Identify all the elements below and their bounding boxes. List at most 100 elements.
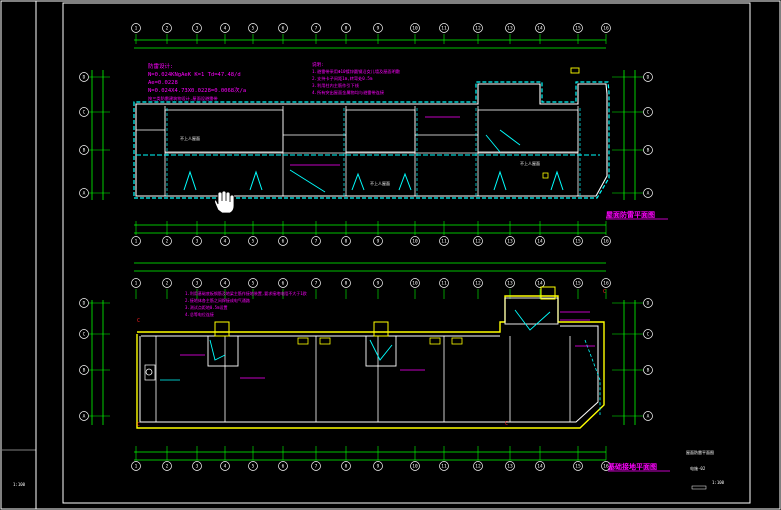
upper-bottom-axis-bubble-6 — [278, 236, 288, 246]
lower-top-axis-bubble-3 — [192, 278, 202, 288]
upper-top-axis-label-14: 14 — [537, 26, 543, 32]
upper-plan-title: 屋面防雷平面图 — [606, 210, 655, 219]
upper-right-row-label-B: B — [647, 148, 650, 154]
upper-bottom-axis-label-16: 16 — [603, 239, 609, 245]
upper-right-row-label-C: C — [647, 110, 650, 116]
lower-left-row-label-C: C — [83, 332, 86, 338]
upper-top-axis-label-8: 8 — [345, 26, 348, 32]
lower-bottom-axis-bubble-4 — [220, 461, 230, 471]
upper-notes-header: 防雷设计: — [148, 62, 173, 70]
title-block-drawing-name: 屋面防雷平面图 — [686, 449, 714, 455]
lower-top-axis-bubble-10 — [410, 278, 420, 288]
lower-right-row-bubble-A — [643, 411, 653, 421]
lower-bottom-axis-bubble-7 — [311, 461, 321, 471]
upper-top-axis-label-7: 7 — [315, 26, 318, 32]
upper-bottom-axis-label-6: 6 — [282, 239, 285, 245]
upper-top-axis-bubble-6 — [278, 23, 288, 33]
lower-bottom-axis-label-11: 11 — [441, 464, 447, 470]
upper-bottom-axis-label-9: 9 — [377, 239, 380, 245]
lower-bottom-axis-bubble-5 — [248, 461, 258, 471]
lower-bottom-axis-label-2: 2 — [166, 464, 169, 470]
upper-bottom-axis-label-14: 14 — [537, 239, 543, 245]
lower-top-axis-label-8: 8 — [345, 281, 348, 287]
lower-top-axis-label-11: 11 — [441, 281, 447, 287]
lower-top-axis-bubble-7 — [311, 278, 321, 288]
upper-left-row-label-A: A — [83, 191, 86, 197]
lower-notes-line-3: 3.测试点距地0.5m设置 — [185, 304, 227, 310]
lower-top-axis-bubble-6 — [278, 278, 288, 288]
upper-bottom-axis-bubble-11 — [439, 236, 449, 246]
lower-top-axis-label-5: 5 — [252, 281, 255, 287]
svg-text:C: C — [137, 318, 140, 324]
lower-top-axis-label-3: 3 — [196, 281, 199, 287]
lower-right-row-label-B: B — [647, 368, 650, 374]
lower-top-axis-bubble-4 — [220, 278, 230, 288]
upper-top-axis-label-13: 13 — [507, 26, 513, 32]
upper-bottom-axis-label-15: 15 — [575, 239, 581, 245]
upper-right-row-bubble-B — [643, 145, 653, 155]
upper-bottom-axis-bubble-9 — [373, 236, 383, 246]
upper-top-axis-bubble-13 — [505, 23, 515, 33]
lower-bottom-axis-bubble-11 — [439, 461, 449, 471]
upper-top-axis-label-2: 2 — [166, 26, 169, 32]
upper-right-notes-1: 1.避雷带采用Φ10镀锌圆钢沿女儿墙及屋面明敷 — [312, 68, 401, 75]
upper-top-axis-label-6: 6 — [282, 26, 285, 32]
upper-bottom-axis-label-4: 4 — [224, 239, 227, 245]
lower-bottom-axis-bubble-13 — [505, 461, 515, 471]
lower-bottom-axis-label-4: 4 — [224, 464, 227, 470]
upper-bottom-axis-bubble-16 — [601, 236, 611, 246]
upper-bottom-axis-bubble-7 — [311, 236, 321, 246]
upper-roof-outline — [135, 83, 608, 197]
lower-top-axis-bubble-11 — [439, 278, 449, 288]
upper-right-row-label-D: D — [647, 75, 650, 81]
lower-right-row-bubble-C — [643, 329, 653, 339]
upper-right-row-bubble-D — [643, 72, 653, 82]
upper-bottom-axis-bubble-15 — [573, 236, 583, 246]
upper-bottom-axis-label-3: 3 — [196, 239, 199, 245]
lower-top-axis-bubble-5 — [248, 278, 258, 288]
upper-top-axis-label-11: 11 — [441, 26, 447, 32]
upper-top-axis-bubble-4 — [220, 23, 230, 33]
upper-top-axis-label-5: 5 — [252, 26, 255, 32]
hand-pan-cursor-icon — [214, 190, 235, 214]
lower-bottom-axis-bubble-6 — [278, 461, 288, 471]
lower-bottom-axis-bubble-12 — [473, 461, 483, 471]
upper-bottom-axis-bubble-4 — [220, 236, 230, 246]
upper-top-axis-bubble-10 — [410, 23, 420, 33]
upper-left-row-label-B: B — [83, 148, 86, 154]
lower-left-row-bubble-D — [79, 298, 89, 308]
lower-top-axis-label-15: 15 — [575, 281, 581, 287]
lower-bottom-axis-bubble-2 — [162, 461, 172, 471]
lower-left-row-label-B: B — [83, 368, 86, 374]
left-strip-scale: 1:100 — [13, 482, 26, 487]
lower-bottom-axis-label-15: 15 — [575, 464, 581, 470]
lower-notes-line-1: 1.利用基础底板钢筋及地梁主筋作接地装置,要求接地电阻不大于1欧 — [185, 290, 307, 296]
lower-bottom-axis-bubble-8 — [341, 461, 351, 471]
upper-right-notes-3: 3.利用柱内主筋作引下线 — [312, 82, 360, 89]
upper-bottom-axis-bubble-8 — [341, 236, 351, 246]
lower-bottom-axis-bubble-10 — [410, 461, 420, 471]
upper-bottom-axis-label-7: 7 — [315, 239, 318, 245]
lower-bottom-axis-label-12: 12 — [475, 464, 481, 470]
upper-top-axis-label-1: 1 — [135, 26, 138, 32]
lower-top-axis-label-4: 4 — [224, 281, 227, 287]
lower-top-axis-bubble-15 — [573, 278, 583, 288]
upper-bottom-axis-bubble-2 — [162, 236, 172, 246]
lower-top-axis-label-14: 14 — [537, 281, 543, 287]
lower-bottom-axis-bubble-9 — [373, 461, 383, 471]
lightning-belt — [133, 81, 610, 199]
upper-right-row-bubble-C — [643, 107, 653, 117]
svg-text:C: C — [137, 422, 140, 428]
lower-bottom-axis-bubble-1 — [131, 461, 141, 471]
upper-top-axis-label-4: 4 — [224, 26, 227, 32]
upper-right-notes-2: 2.支持卡子间距1m,转弯处0.5m — [312, 75, 373, 82]
upper-top-axis-label-9: 9 — [377, 26, 380, 32]
upper-top-axis-bubble-11 — [439, 23, 449, 33]
lower-bottom-axis-label-16: 16 — [603, 464, 609, 470]
upper-bottom-axis-label-1: 1 — [135, 239, 138, 245]
lower-top-axis-bubble-9 — [373, 278, 383, 288]
lower-bottom-axis-bubble-3 — [192, 461, 202, 471]
lower-top-axis-label-13: 13 — [507, 281, 513, 287]
